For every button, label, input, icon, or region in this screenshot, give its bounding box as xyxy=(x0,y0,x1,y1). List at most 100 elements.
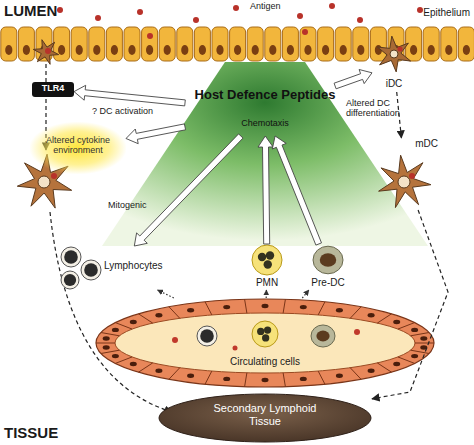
node-label: Epithelium xyxy=(423,7,470,19)
epithelium-band-shape-part xyxy=(265,27,281,61)
epithelium-band-shape-part xyxy=(216,45,223,55)
antigen-dots-part xyxy=(233,5,239,11)
epithelium-band-shape-part xyxy=(458,27,474,61)
migration-arrow xyxy=(397,92,402,138)
precursor-dc-cell: Pre-DC xyxy=(304,244,352,290)
epithelium-band: EpitheliumiDC xyxy=(0,26,474,62)
blood-vessel-shape-part xyxy=(393,362,400,366)
epithelium-band-shape-part xyxy=(318,27,334,61)
blood-vessel-shape-part xyxy=(300,305,307,309)
epithelium-band-shape-part xyxy=(370,27,386,61)
node-label: Host Defence Peptides xyxy=(185,88,345,103)
epithelium-band-shape-part xyxy=(282,27,298,61)
blood-vessel-shape-part xyxy=(197,326,217,346)
block-arrow xyxy=(272,136,321,245)
immature-dc-shape-part xyxy=(390,50,398,58)
blood-vessel-shape-part xyxy=(169,307,180,319)
blood-vessel-shape-part xyxy=(96,299,434,387)
epithelium-band-shape-part xyxy=(58,45,65,55)
blood-vessel-shape-part xyxy=(368,313,375,317)
epithelium-band-shape-part xyxy=(76,45,83,55)
blood-vessel-shape-part xyxy=(205,302,212,315)
blood-vessel: Circulating cells xyxy=(95,298,435,388)
epithelium-band-shape-part xyxy=(142,27,158,61)
epithelium-band-shape-part xyxy=(410,45,417,55)
peptide-funnel xyxy=(102,62,428,246)
blood-vessel-shape-part xyxy=(283,299,285,313)
epithelium-band-shape-part xyxy=(146,45,153,55)
epithelium-band-shape-part xyxy=(106,27,122,61)
blood-vessel-shape-part xyxy=(350,368,361,380)
node-label: Lymphocytes xyxy=(104,260,163,272)
epithelium-band-shape-part xyxy=(128,45,135,55)
peptide-region: Host Defence PeptidesChemotaxis xyxy=(185,86,345,136)
receptor-tag: TLR4 xyxy=(32,82,74,97)
lymphoid-tissue: Secondary Lymphoid Tissue xyxy=(158,393,372,443)
lymphocyte-cluster-shape-part xyxy=(64,250,78,264)
epithelium-band-shape-part xyxy=(164,45,171,55)
antigen-dots-part xyxy=(297,13,303,19)
lymphocyte-cluster-shape-part xyxy=(84,263,98,277)
precursor-dc-cell-shape-part xyxy=(313,246,343,274)
blood-vessel-shape-part xyxy=(103,336,110,340)
blood-vessel-shape-part xyxy=(262,334,269,341)
blood-vessel-shape-part xyxy=(336,308,343,312)
epithelium-band-shape-part xyxy=(23,45,30,55)
epithelium-band-shape-part xyxy=(212,27,228,61)
blood-vessel-shape-part xyxy=(300,377,307,381)
neutrophil-cell-shape-part xyxy=(266,251,274,259)
node-label: iDC xyxy=(372,78,416,90)
epithelium-band-shape-part xyxy=(33,40,58,65)
node-label: Secondary Lymphoid Tissue xyxy=(208,402,322,427)
blood-vessel-shape-part xyxy=(393,320,400,324)
epithelium-band-shape-part xyxy=(335,27,351,61)
antigen-dots-part xyxy=(57,7,63,13)
blood-vessel-shape-part xyxy=(411,328,418,332)
annotation-label: TISSUE xyxy=(4,424,58,441)
neutrophil-cell-shape-part xyxy=(252,245,282,275)
blood-vessel-shape-part xyxy=(130,320,137,324)
block-arrow xyxy=(74,85,185,106)
blood-vessel-shape-part xyxy=(398,357,415,364)
epithelium-band-shape-part xyxy=(300,27,316,61)
antigen-dots-part xyxy=(417,7,423,13)
epithelium-band-shape-part xyxy=(54,27,70,61)
blood-vessel-shape-part xyxy=(354,329,360,335)
lymphocyte-cluster-shape-part xyxy=(61,271,79,289)
epithelium-band-shape-part xyxy=(111,45,118,55)
epithelium-band-shape-part xyxy=(441,27,457,61)
epithelium-band-shape-part xyxy=(234,45,241,55)
blood-vessel-shape-part xyxy=(311,325,335,347)
epithelium-band-shape-part xyxy=(45,48,51,54)
blood-vessel-shape-part xyxy=(187,308,194,312)
immature-dc-shape-part xyxy=(397,46,402,51)
blood-vessel-shape-part xyxy=(318,371,325,384)
epithelium-band-shape-part xyxy=(147,33,153,39)
antigen-dots xyxy=(57,3,423,23)
migration-arrow xyxy=(372,210,448,399)
cell-nucleus xyxy=(38,176,50,188)
blood-vessel-shape-part xyxy=(257,328,264,335)
node-label: mDC xyxy=(415,138,438,150)
lymphoid-tissue-shape-part xyxy=(159,394,371,442)
epithelium-band-shape-part xyxy=(269,45,276,55)
blood-vessel-shape-part xyxy=(252,321,278,347)
blood-vessel-shape-part xyxy=(96,343,115,344)
blood-vessel-shape-part xyxy=(155,369,162,373)
blood-vessel-shape-part xyxy=(139,314,153,323)
blood-vessel-shape-part xyxy=(398,323,415,330)
blood-vessel-shape-part xyxy=(101,333,120,336)
blood-vessel-shape-part xyxy=(115,357,132,364)
blood-vessel-shape-part xyxy=(223,305,230,309)
epithelium-band-shape-part xyxy=(124,27,140,61)
blood-vessel-shape-part xyxy=(245,299,247,313)
epithelium-band-shape-part xyxy=(247,27,263,61)
epithelium-band-shape-part xyxy=(463,45,470,55)
node-label: Circulating cells xyxy=(95,356,435,368)
epithelium-band-shape-part xyxy=(181,45,188,55)
immature-dc-shape-part xyxy=(377,36,410,72)
blood-vessel-shape-part xyxy=(169,368,180,380)
blood-vessel-shape-part xyxy=(420,336,427,340)
blood-vessel-shape-part xyxy=(115,323,132,330)
